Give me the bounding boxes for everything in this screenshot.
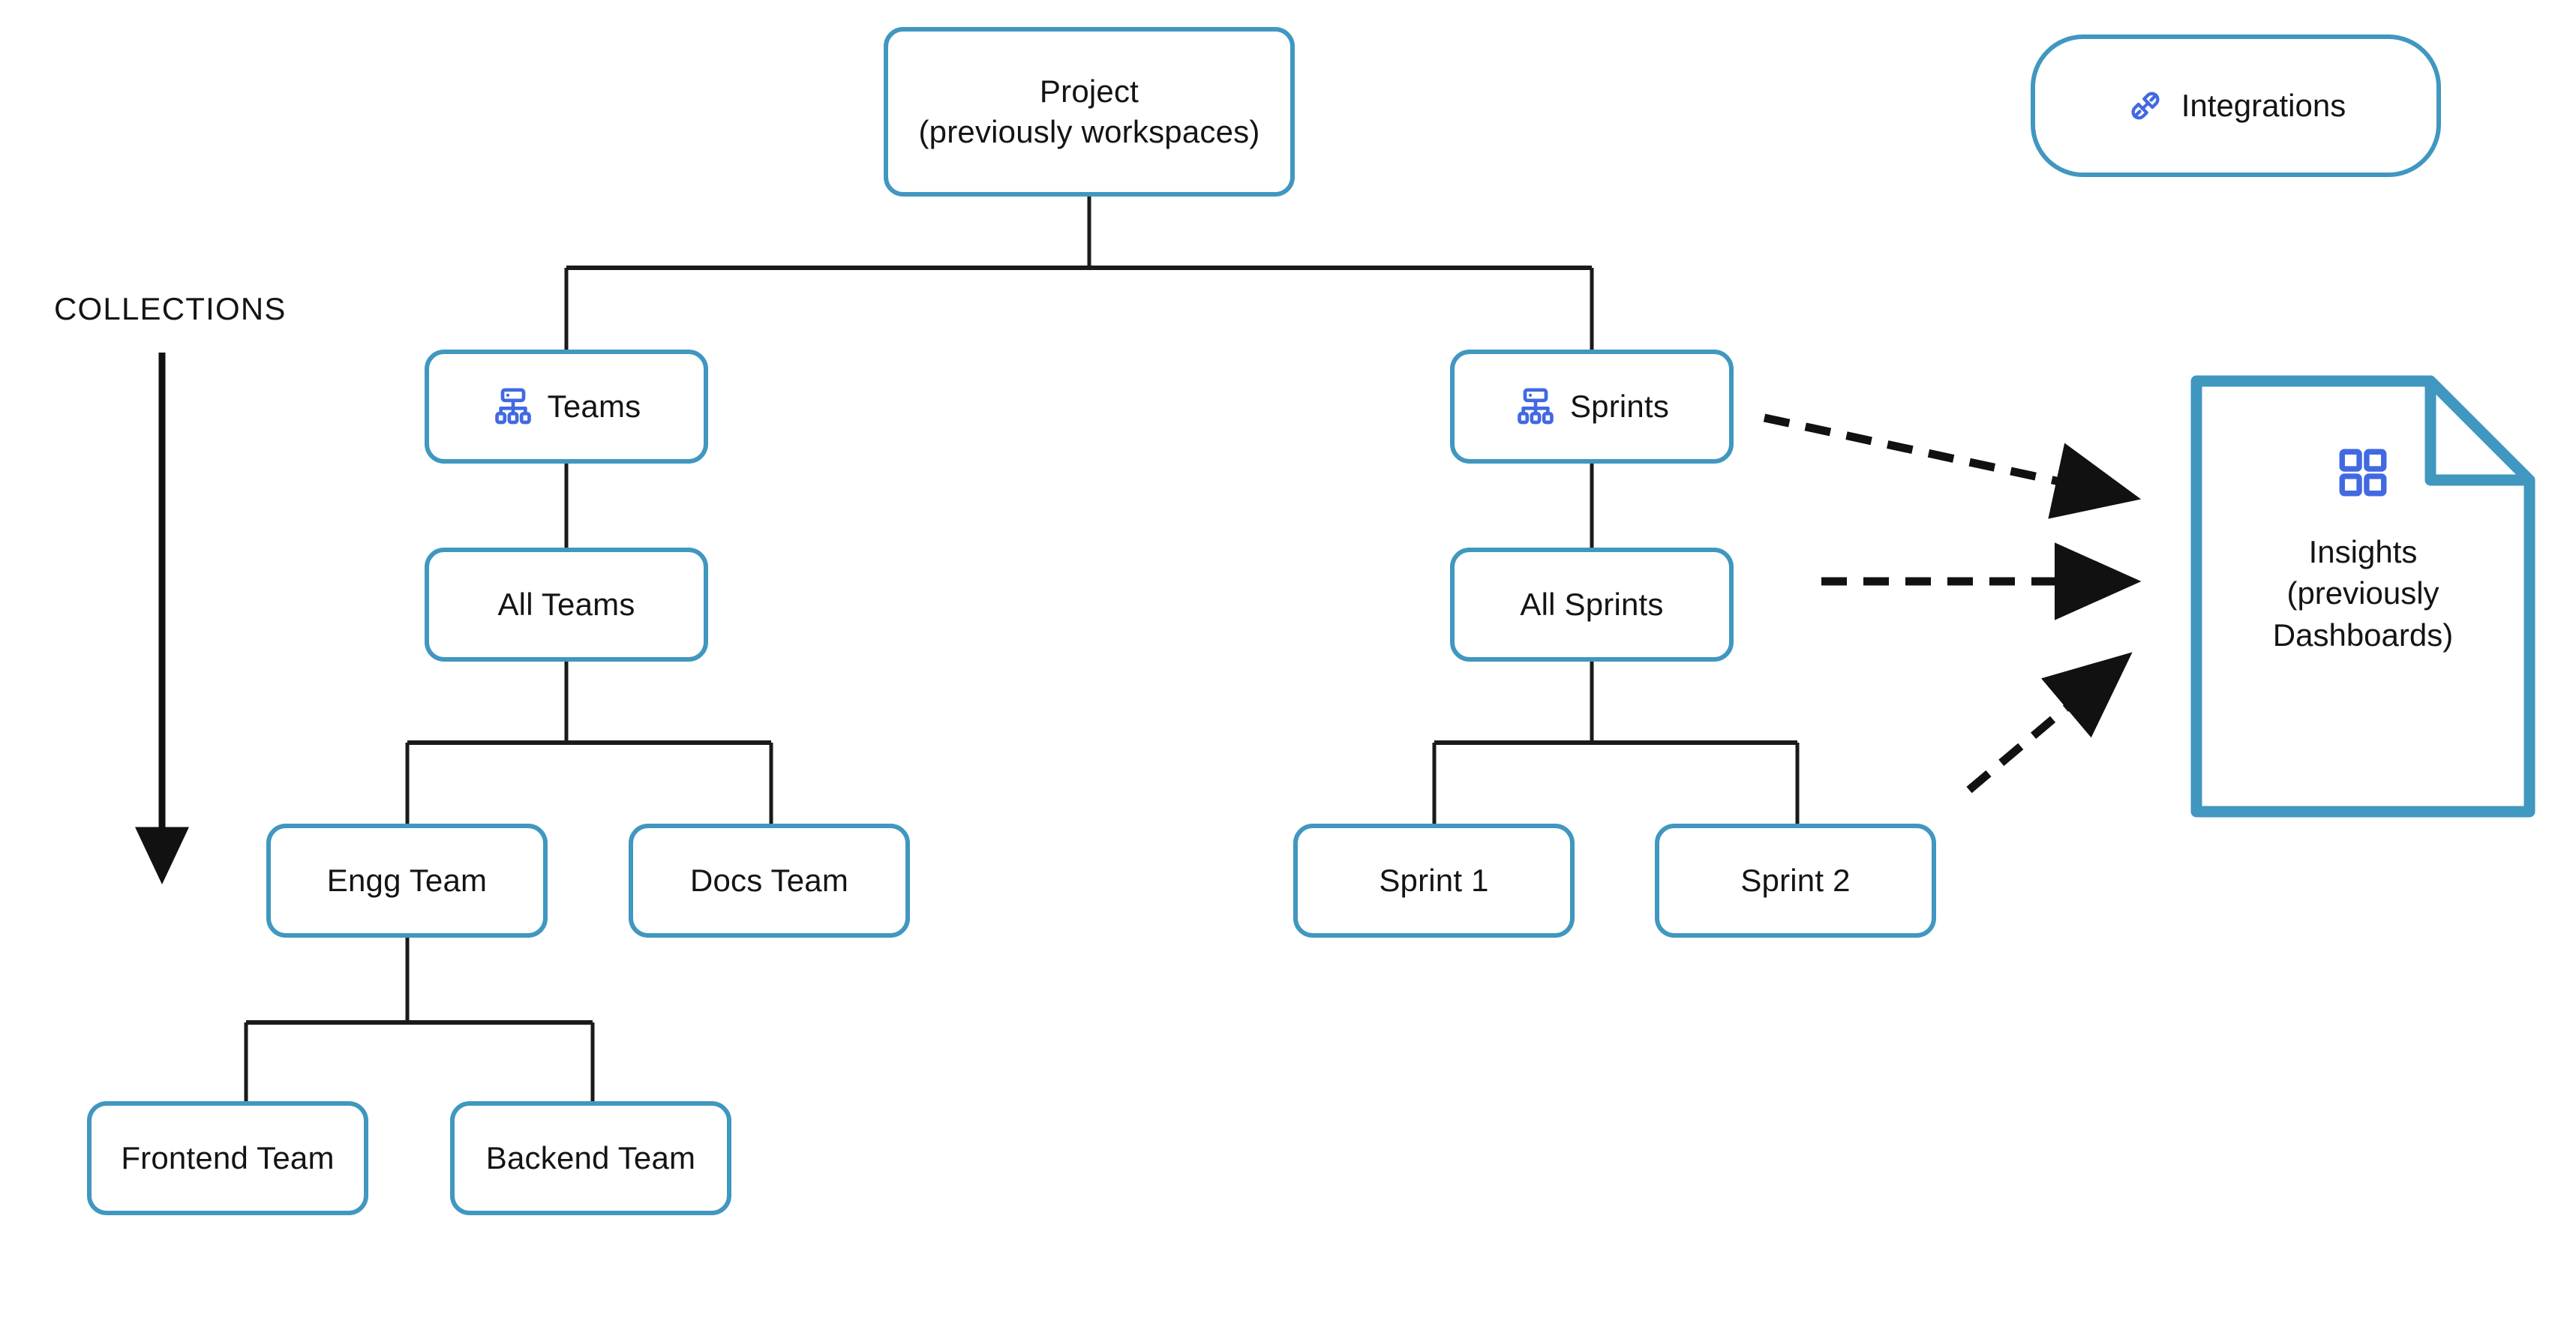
edge-engg-to-children xyxy=(244,938,595,1101)
node-sprint-2-label: Sprint 2 xyxy=(1740,863,1851,899)
insights-label: Insights (previously Dashboards) xyxy=(2272,534,2454,653)
node-engg-team-label: Engg Team xyxy=(326,863,488,899)
dashboard-grid-icon xyxy=(2335,445,2391,500)
edge-project-to-children xyxy=(564,197,1594,350)
node-sprints-label: Sprints xyxy=(1569,389,1670,425)
edge-all-sprints-to-children xyxy=(1432,662,1800,824)
node-sprint-1[interactable]: Sprint 1 xyxy=(1293,824,1575,938)
node-project-label: Project (previously workspaces) xyxy=(918,74,1260,149)
node-docs-team[interactable]: Docs Team xyxy=(629,824,910,938)
node-sprint-1-label: Sprint 1 xyxy=(1379,863,1489,899)
insights-document[interactable]: Insights (previously Dashboards) xyxy=(2190,375,2535,818)
node-all-teams[interactable]: All Teams xyxy=(425,548,708,662)
node-project[interactable]: Project (previously workspaces) xyxy=(884,27,1295,197)
node-frontend-team[interactable]: Frontend Team xyxy=(87,1101,368,1215)
edge-all-teams-to-children xyxy=(405,662,773,824)
node-docs-team-label: Docs Team xyxy=(689,863,849,899)
integrations-label: Integrations xyxy=(2181,88,2346,123)
node-sprint-2[interactable]: Sprint 2 xyxy=(1655,824,1936,938)
node-backend-team[interactable]: Backend Team xyxy=(450,1101,731,1215)
node-all-sprints-label: All Sprints xyxy=(1520,587,1664,623)
node-sprints[interactable]: Sprints xyxy=(1450,350,1734,464)
node-engg-team[interactable]: Engg Team xyxy=(266,824,548,938)
node-backend-team-label: Backend Team xyxy=(485,1140,696,1176)
hierarchy-icon xyxy=(1515,386,1557,428)
node-teams[interactable]: Teams xyxy=(425,350,708,464)
integrations-pill[interactable]: Integrations xyxy=(2031,35,2441,177)
node-all-teams-label: All Teams xyxy=(497,587,635,623)
collections-label: COLLECTIONS xyxy=(54,291,287,326)
node-all-sprints[interactable]: All Sprints xyxy=(1450,548,1734,662)
edge-sprint2-to-insights xyxy=(1966,652,2133,794)
edge-sprints-to-insights xyxy=(1763,413,2142,519)
node-teams-label: Teams xyxy=(547,389,641,425)
hierarchy-icon xyxy=(492,386,534,428)
node-frontend-team-label: Frontend Team xyxy=(121,1140,335,1176)
document-folded-corner-shape xyxy=(2190,375,2535,818)
plug-connector-icon xyxy=(2126,86,2165,125)
